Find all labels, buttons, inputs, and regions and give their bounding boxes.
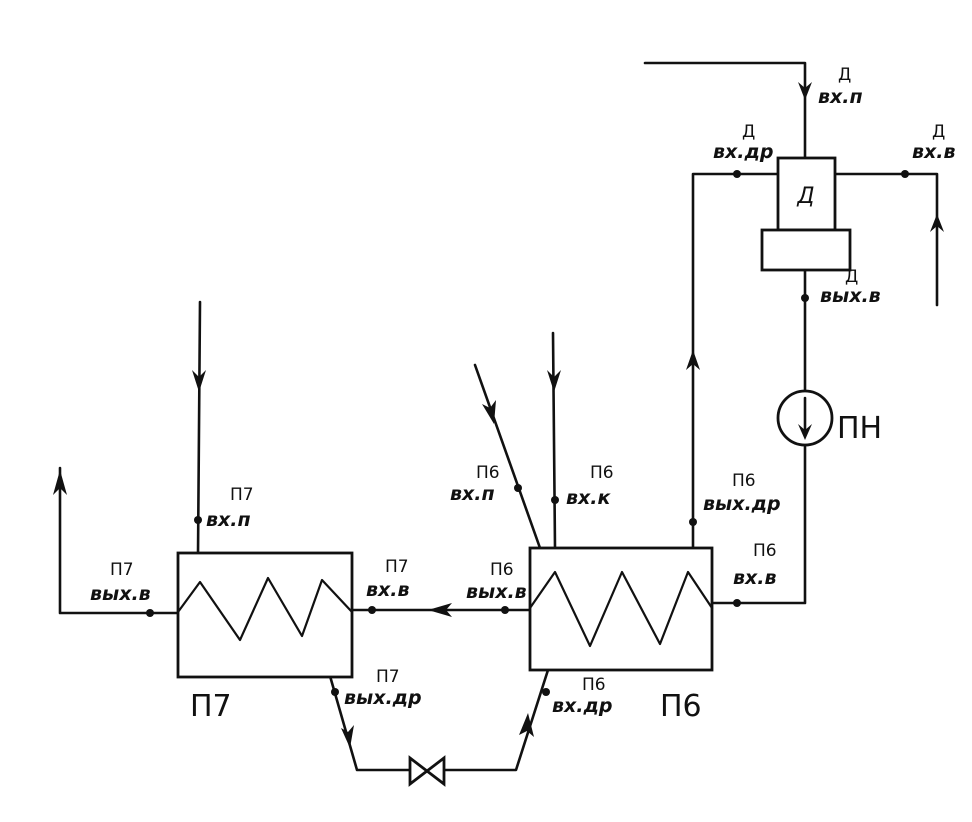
point-d-out-water [801,294,809,302]
label-p7-out-drain: вых.др [344,687,422,709]
label-p6-out-drain: вых.др [703,493,781,515]
label-p6-out-water-sup: П6 [490,560,514,580]
label-p6-in-water: вх.в [733,567,777,589]
label-p6-in-cond: вх.к [566,487,611,509]
heater-p6 [528,546,714,672]
label-d-in-steam-sup: Д [838,65,851,85]
point-p6-in-cond [551,496,559,504]
point-p6-in-water [733,599,741,607]
arrow-up-p7-water-out [53,470,67,495]
label-p7-in-water-sup: П7 [385,557,409,577]
label-p7-out-water: вых.в [90,583,151,605]
pipe-p7-steam-in [196,300,202,557]
label-d-in-drain: вх.др [713,141,773,163]
heater-p7-coil [176,576,354,642]
point-p6-in-steam [514,484,522,492]
arrow-down-deaerator-steam [798,82,812,100]
arrow-down-p6-steam [482,400,496,424]
label-d-in-water-sup: Д [932,122,945,142]
label-d-in-drain-sup: Д [742,122,755,142]
label-p6-out-drain-sup: П6 [732,471,756,491]
arrow-up-drain [686,350,700,370]
arrow-down-p7-steam [192,370,206,392]
pipe-valve-to-p6 [442,668,550,772]
pipe-deaerator-steam-in [643,61,807,160]
point-p7-in-water [368,606,376,614]
pipe-p6-cond-in [551,331,557,550]
pipe-p6-drain-to-deaerator [691,172,780,550]
pump-arrowhead [798,424,812,440]
point-p7-out-water [146,609,154,617]
label-p6-in-steam-sup: П6 [476,463,500,483]
label-p7-out-water-sup: П7 [110,560,134,580]
deaerator: Д [760,156,852,272]
arrow-left-water [428,603,452,617]
pump-label: ПН [837,411,882,446]
arrow-up-p6-drain [519,713,534,737]
label-p7-in-steam-sup: П7 [230,485,254,505]
flow-arrows [53,82,944,748]
arrow-up-deaerator-water [930,214,944,232]
pipe-p6-steam-in [473,363,542,550]
measurement-points [146,170,909,696]
point-p6-in-drain [542,688,550,696]
label-p6-in-water-sup: П6 [753,541,777,561]
label-d-out-water-sup: Д [845,267,858,287]
label-p6-in-drain: вх.др [552,695,612,717]
feed-pump: ПН [776,389,882,447]
heater-p6-title: П6 [660,689,702,724]
label-d-in-steam: вх.п [818,86,863,108]
pipe-p7-water-out [58,466,180,615]
arrow-down-p6-cond [547,370,561,392]
valve-left-triangle [408,755,430,787]
label-p7-out-drain-sup: П7 [376,667,400,687]
label-p6-out-water: вых.в [466,581,527,603]
deaerator-tank [760,228,852,272]
point-p6-out-water [501,606,509,614]
point-p7-in-steam [194,516,202,524]
pipe-pump-to-p6 [710,443,807,605]
heater-p6-body [528,546,714,672]
point-d-in-water [901,170,909,178]
heater-p7-title: П7 [190,689,232,724]
point-d-in-drain [733,170,741,178]
label-d-out-water: вых.в [820,285,881,307]
pipe-p7-drain-to-p6 [328,674,412,772]
heater-p7-body [176,551,354,679]
arrow-down-p7-drain [341,725,354,748]
point-p6-out-drain [689,518,697,526]
label-p6-in-drain-sup: П6 [582,675,606,695]
heater-p6-coil [528,570,714,648]
deaerator-symbol: Д [796,184,814,209]
label-p7-in-steam: вх.п [206,509,251,531]
label-p6-in-cond-sup: П6 [590,463,614,483]
throttle-valve [408,755,446,787]
point-labels: Д вх.п Д вх.др Д вх.в Д вых.в П7 вх.п П7… [90,65,956,717]
label-p6-in-steam: вх.п [450,483,495,505]
label-p7-in-water: вх.в [366,579,410,601]
heater-p7 [176,551,354,679]
valve-right-triangle [424,755,446,787]
label-d-in-water: вх.в [912,141,956,163]
point-p7-out-drain [331,688,339,696]
pipe-deaerator-water-in [833,172,939,307]
